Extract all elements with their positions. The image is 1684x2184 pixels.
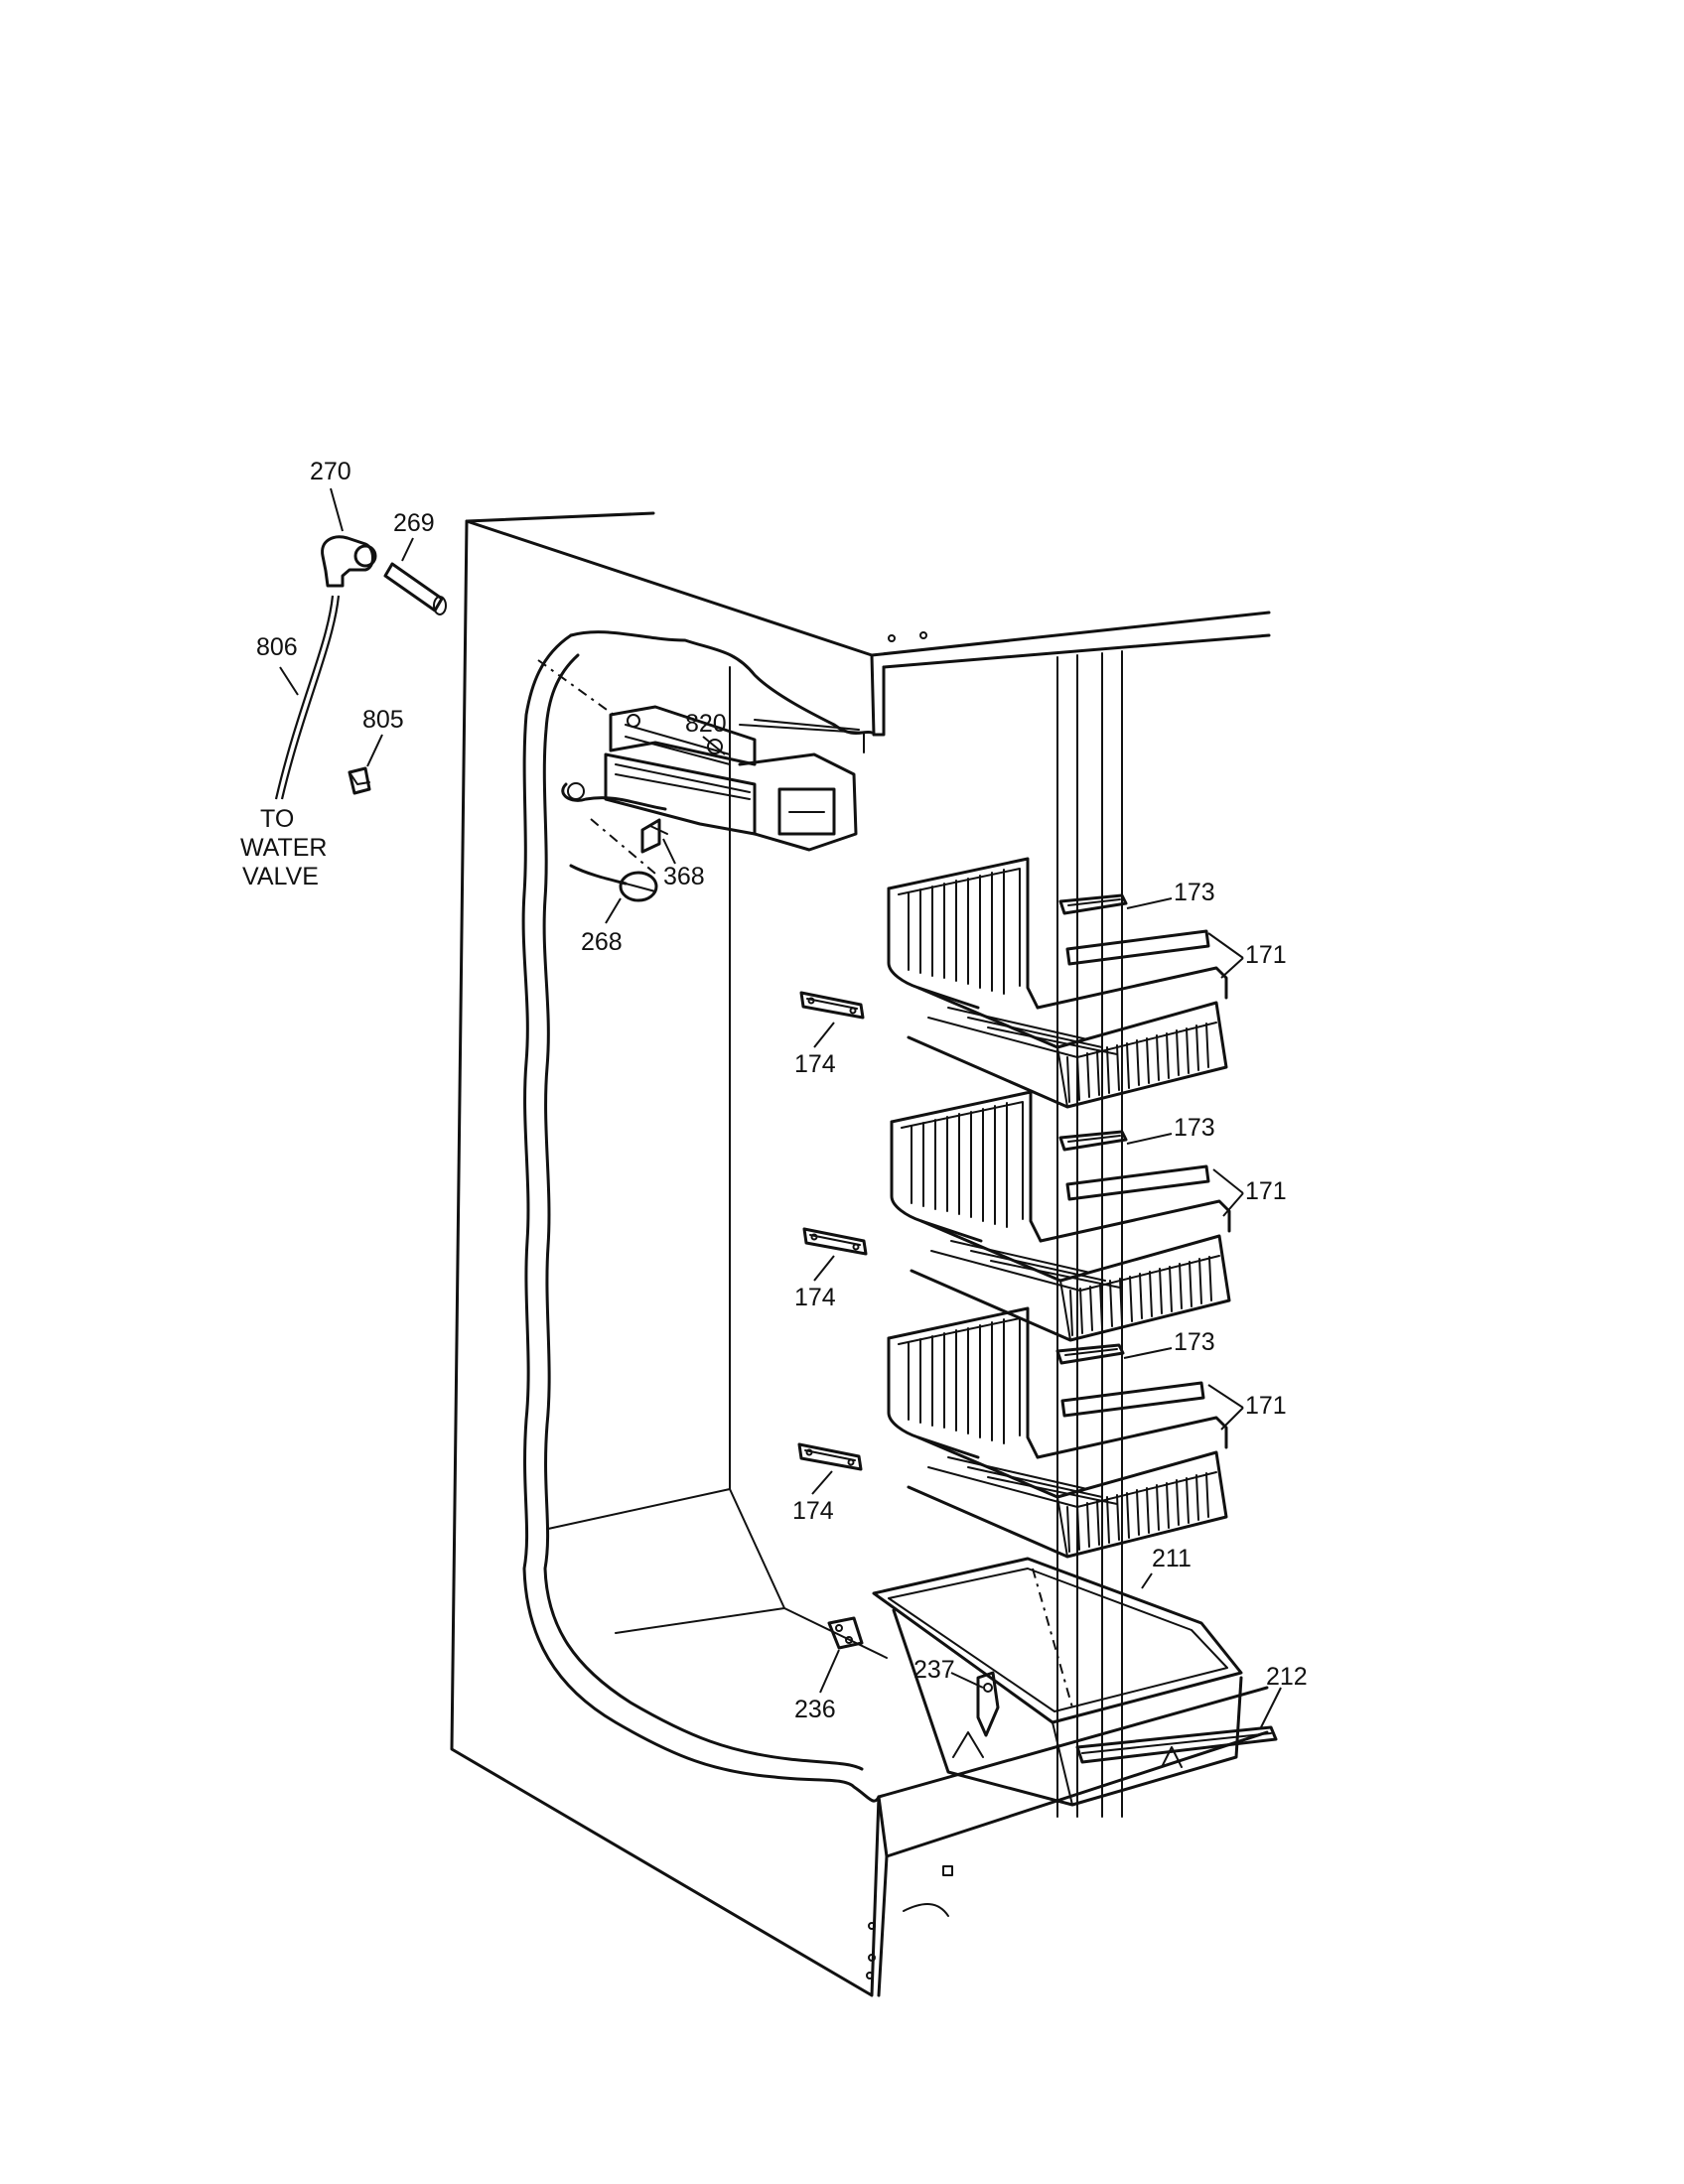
callout-labels: 270 269 806 805 820 368 268 173 171 174 … — [240, 458, 1308, 1723]
basket-middle — [802, 1090, 1231, 1342]
callout-171-top: 171 — [1245, 941, 1287, 969]
callout-174-top: 174 — [794, 1050, 836, 1078]
water-valve-note-line1: TO — [260, 805, 294, 833]
bracket-236 — [827, 1616, 864, 1650]
clip-237 — [976, 1671, 1000, 1737]
callout-236: 236 — [794, 1696, 836, 1723]
leader-lines — [279, 487, 1282, 1728]
water-valve-note-line2: WATER — [240, 834, 328, 862]
bracket-368 — [640, 818, 668, 854]
callout-173-top: 173 — [1174, 879, 1215, 906]
bucket-front-212 — [1075, 1725, 1278, 1764]
callout-174-middle: 174 — [794, 1284, 836, 1311]
ice-maker-assembly — [537, 659, 865, 852]
basket-top — [799, 857, 1228, 1109]
water-valve-note-line3: VALVE — [242, 863, 319, 890]
callout-268: 268 — [581, 928, 623, 956]
callout-806: 806 — [256, 633, 298, 661]
callout-270: 270 — [310, 458, 351, 485]
callout-368: 368 — [663, 863, 705, 890]
callout-173-lower: 173 — [1174, 1328, 1215, 1356]
callout-171-lower: 171 — [1245, 1392, 1287, 1420]
callout-805: 805 — [362, 706, 404, 734]
callout-173-middle: 173 — [1174, 1114, 1215, 1142]
callout-269: 269 — [393, 509, 435, 537]
callout-237: 237 — [913, 1656, 955, 1684]
callout-171-middle: 171 — [1245, 1177, 1287, 1205]
callout-212: 212 — [1266, 1663, 1308, 1691]
callout-211: 211 — [1152, 1545, 1192, 1572]
basket-lower — [797, 1306, 1228, 1559]
callout-820: 820 — [685, 710, 727, 738]
callout-174-lower: 174 — [792, 1497, 834, 1525]
fill-tube-parts — [274, 535, 447, 800]
thermostat-268 — [569, 818, 658, 902]
